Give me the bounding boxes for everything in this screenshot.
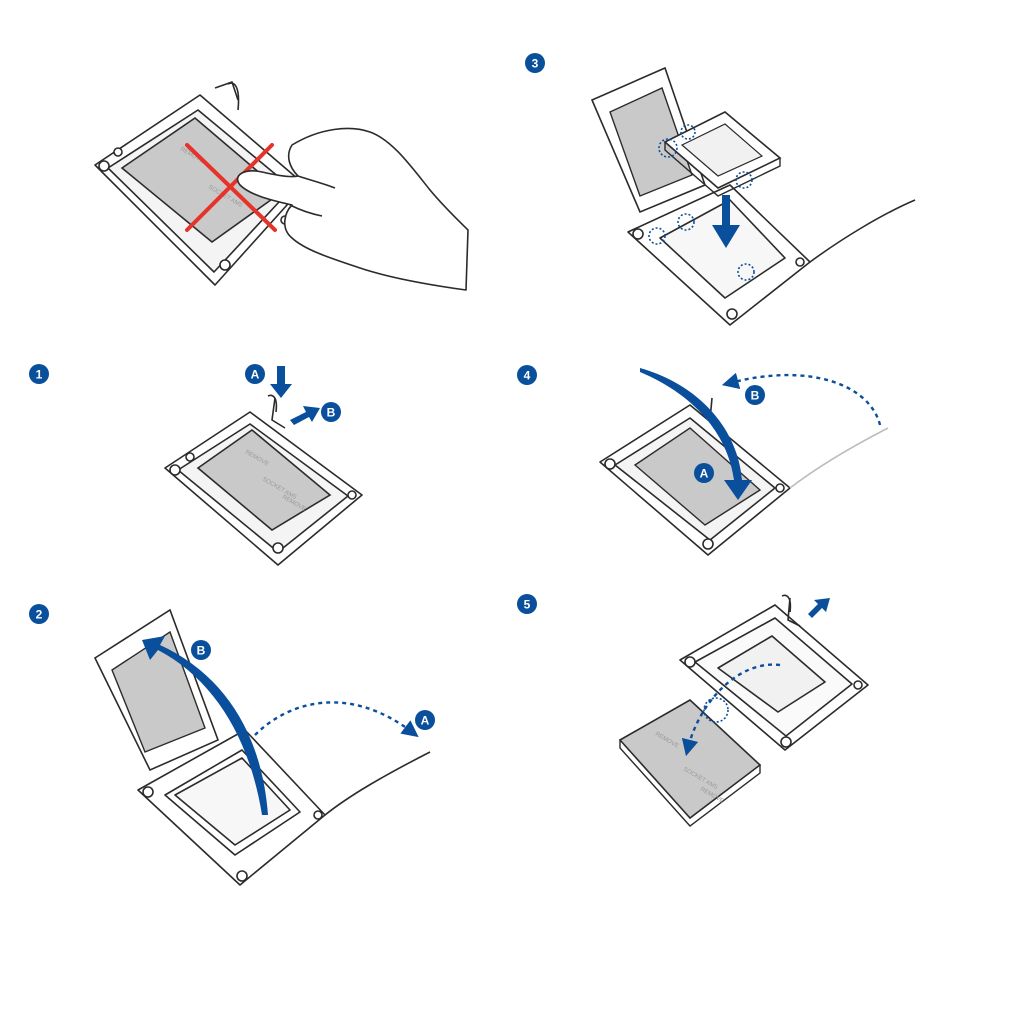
- svg-text:4: 4: [524, 369, 531, 383]
- svg-text:A: A: [251, 368, 260, 382]
- step-5: 5 REMOVE SOCKET AM5 REMOVE: [517, 594, 869, 827]
- warning-illustration: REMOVE SOCKET AM5: [94, 81, 469, 291]
- step-4: 4 A B: [517, 365, 889, 556]
- step-1: 1 REMOVE SOCKET AM5 REMOVE A B: [29, 364, 363, 566]
- step-5-badge: 5: [517, 594, 537, 614]
- forbidden-x-icon: [185, 143, 277, 232]
- arrow-b-lever-down: B: [721, 372, 882, 426]
- arrow-a-lever-up: A: [254, 701, 435, 738]
- svg-text:B: B: [197, 644, 206, 658]
- step-4-badge: 4: [517, 365, 537, 385]
- arrow-a-down: A: [245, 364, 292, 398]
- socket-closed: [679, 594, 869, 751]
- load-plate-raised: [93, 608, 220, 772]
- alignment-marker-icon: [648, 124, 755, 281]
- arrow-b-plate-up: B: [142, 636, 268, 815]
- cpu-cover: REMOVE SOCKET AM5 REMOVE: [196, 428, 332, 531]
- arrow-a-plate-down: A: [640, 368, 752, 500]
- load-plate-raised: [590, 66, 706, 214]
- step-3-badge: 3: [525, 53, 545, 73]
- svg-text:B: B: [327, 406, 336, 420]
- arrow-lever-icon: [808, 598, 830, 618]
- arrow-down-icon: [712, 195, 740, 248]
- step-2: 2 A B: [29, 604, 435, 886]
- svg-text:A: A: [700, 467, 709, 481]
- load-lever: [789, 427, 889, 489]
- removed-cover: REMOVE SOCKET AM5 REMOVE: [618, 699, 762, 827]
- load-lever: [324, 751, 431, 816]
- svg-text:2: 2: [36, 608, 43, 622]
- hand-icon: [236, 127, 469, 291]
- cpu-chip: [663, 111, 782, 197]
- svg-text:5: 5: [524, 598, 531, 612]
- step-2-badge: 2: [29, 604, 49, 624]
- svg-text:B: B: [751, 389, 760, 403]
- svg-text:A: A: [421, 714, 430, 728]
- alignment-marker-icon: [703, 697, 729, 723]
- step-1-badge: 1: [29, 364, 49, 384]
- step-3: 3: [525, 53, 916, 326]
- svg-text:3: 3: [532, 57, 539, 71]
- arrow-b-out: B: [290, 402, 341, 425]
- svg-text:1: 1: [36, 368, 43, 382]
- socket-open: [627, 184, 916, 326]
